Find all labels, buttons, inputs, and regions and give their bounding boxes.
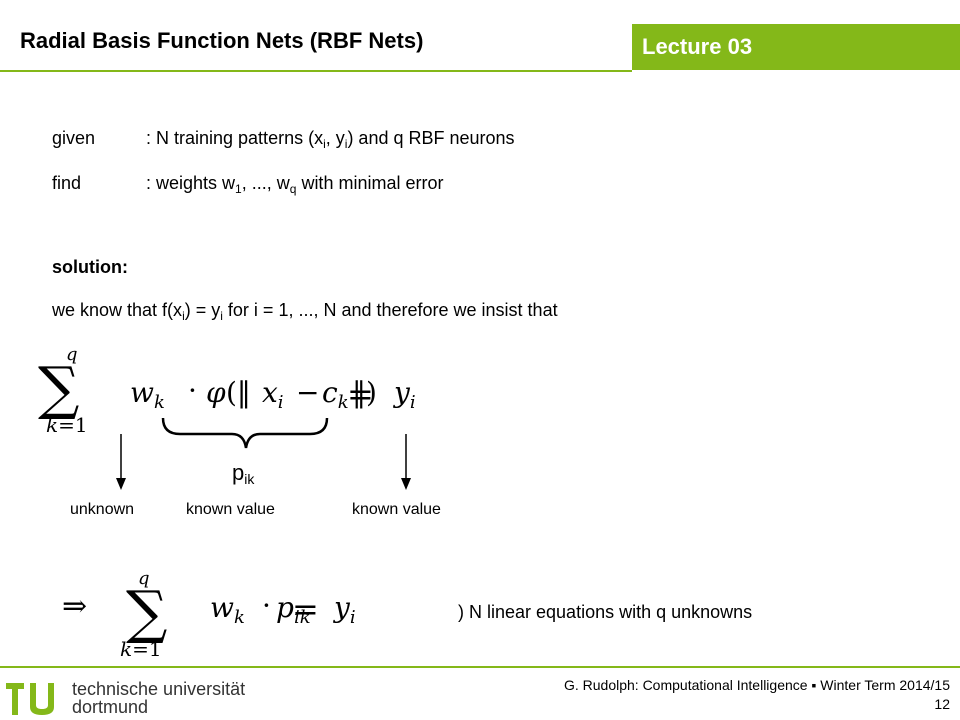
page-number: 12	[934, 696, 950, 712]
svg-text:·: ·	[188, 374, 197, 407]
rhs-y-i-1: yi	[392, 376, 416, 413]
arrow-known	[401, 434, 411, 490]
lecture-badge: Lecture 03	[632, 24, 960, 70]
equals-sign-1: =	[347, 375, 374, 413]
svg-text:φ: φ	[206, 376, 226, 409]
svg-text:(‖: (‖	[226, 376, 251, 409]
label-unknown: unknown	[70, 501, 135, 518]
equals-sign-2: =	[292, 590, 319, 628]
svg-text:k=1: k=1	[120, 637, 162, 661]
know-sentence: we know that f(xi) = yi for i = 1, ..., …	[52, 300, 558, 323]
header-rule	[0, 70, 632, 72]
given-text: : N training patterns (xi, yi) and q RBF…	[146, 128, 515, 151]
arrow-unknown	[116, 434, 126, 490]
tu-logo-icon	[6, 683, 54, 715]
underbrace	[161, 417, 329, 449]
given-label: given	[52, 128, 96, 148]
implies-text: ) N linear equations with q unknowns	[458, 602, 753, 622]
p-ik-label: pik	[232, 460, 255, 487]
svg-text:‖): ‖)	[352, 376, 377, 409]
equation-1: q ∑ k=1 wk · φ (‖ xi − ck ‖) =	[38, 344, 377, 437]
svg-text:∑: ∑	[38, 354, 79, 422]
svg-text:ck: ck	[322, 376, 349, 413]
footer-credit: G. Rudolph: Computational Intelligence ▪…	[563, 677, 950, 712]
svg-text:wk: wk	[130, 376, 165, 413]
label-known-value-1: known value	[186, 501, 275, 518]
find-label: find	[52, 173, 82, 193]
tu-logo-text: technische universität dortmund	[72, 679, 246, 717]
footer-rule	[0, 666, 960, 668]
implies-arrow: ⇒	[62, 589, 87, 624]
svg-text:xi: xi	[262, 376, 284, 413]
find-text: : weights w1, ..., wq with minimal error	[146, 173, 444, 196]
svg-text:−: −	[296, 376, 319, 409]
solution-heading: solution:	[52, 257, 128, 277]
svg-text:wk: wk	[210, 591, 245, 628]
svg-text:∑: ∑	[126, 578, 167, 646]
rhs-y-i-2: yi	[332, 591, 356, 628]
svg-text:q: q	[138, 568, 150, 589]
svg-text:q: q	[66, 344, 78, 365]
svg-text:k=1: k=1	[46, 413, 88, 437]
label-known-value-2: known value	[352, 501, 441, 518]
svg-text:·: ·	[262, 589, 271, 622]
header-title: Radial Basis Function Nets (RBF Nets)	[20, 28, 424, 53]
